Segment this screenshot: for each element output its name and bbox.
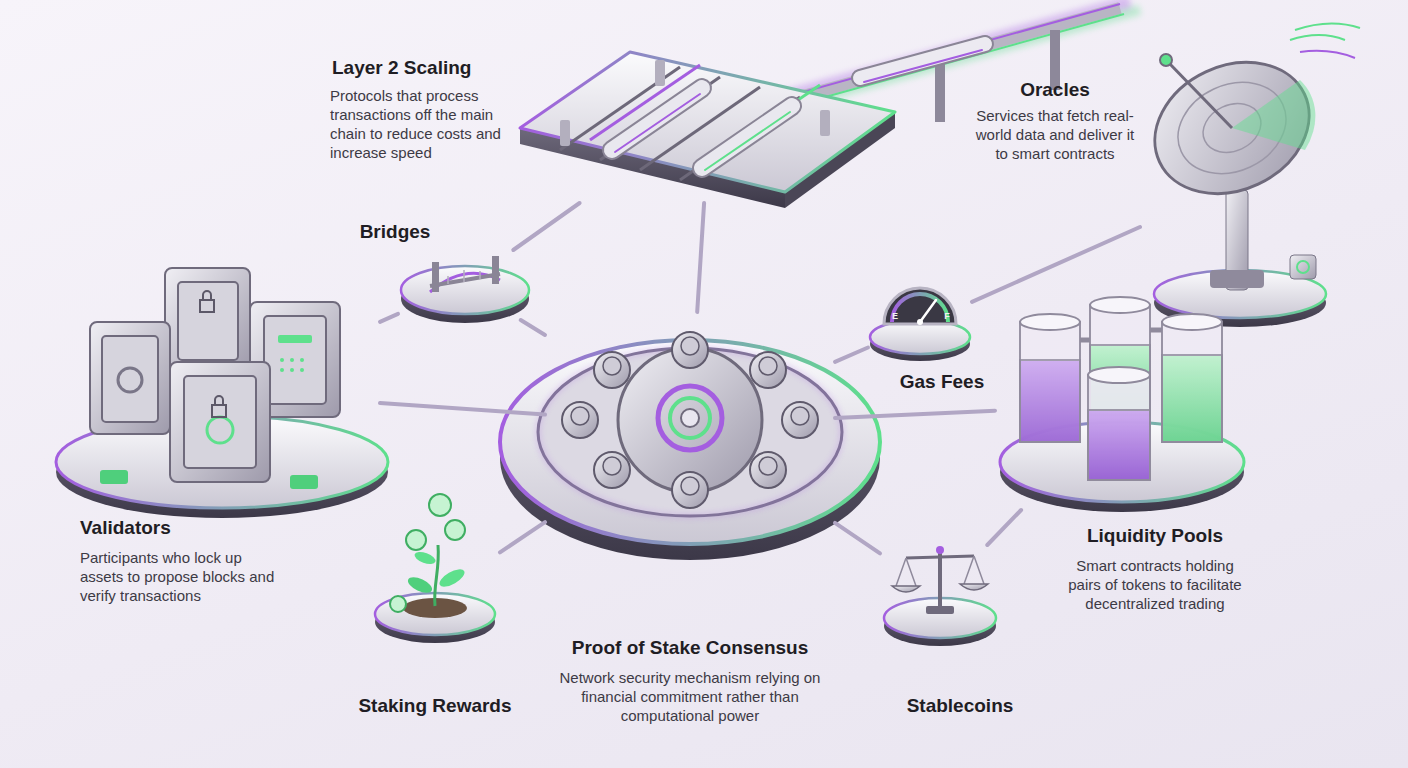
node-heading: Staking Rewards <box>345 694 525 717</box>
connector-line <box>697 203 704 312</box>
bridge-illustration <box>401 256 529 323</box>
gas-gauge-illustration <box>870 288 970 361</box>
node-heading: Liquidity Pools <box>1040 524 1270 547</box>
node-heading: Validators <box>80 516 280 539</box>
concept-node: Bridges <box>398 250 530 320</box>
node-heading: Bridges <box>345 220 445 243</box>
gauge-mark: E <box>890 311 900 321</box>
node-heading: Gas Fees <box>882 370 1002 393</box>
staking-plant-illustration <box>375 494 495 643</box>
stablecoin-scale-illustration <box>884 546 996 646</box>
layer2-illustration <box>520 2 1140 208</box>
node-heading: Stablecoins <box>880 694 1040 717</box>
connector-line <box>987 510 1021 545</box>
concept-node: ValidatorsParticipants who lock up asset… <box>60 272 380 512</box>
concept-node: Stablecoins <box>880 545 1000 643</box>
connector-line <box>972 227 1140 302</box>
connector-line <box>380 314 398 322</box>
connector-line <box>380 403 545 414</box>
concept-node: Proof of Stake ConsensusNetwork security… <box>545 312 835 537</box>
oracle-dish-illustration <box>1133 23 1360 327</box>
node-heading: Oracles <box>975 78 1135 101</box>
node-description: Participants who lock up assets to propo… <box>80 548 275 605</box>
concept-node: Liquidity PoolsSmart contracts holding p… <box>995 300 1250 510</box>
concept-node: Gas Fees <box>868 292 972 358</box>
node-heading: Layer 2 Scaling <box>332 56 502 79</box>
node-description: Protocols that process transactions off … <box>330 86 510 162</box>
concept-node: Layer 2 ScalingProtocols that process tr… <box>515 18 905 203</box>
connector-line <box>500 522 545 552</box>
node-description: Smart contracts holding pairs of tokens … <box>1060 556 1250 613</box>
concept-node: OraclesServices that fetch real-world da… <box>1140 40 1340 325</box>
gauge-mark: F <box>942 311 952 321</box>
connector-line <box>835 348 868 362</box>
connector-line <box>513 203 579 250</box>
consensus-gears-illustration <box>500 332 880 560</box>
node-description: Services that fetch real-world data and … <box>975 106 1135 163</box>
connector-line <box>835 523 880 554</box>
connector-line <box>521 320 545 335</box>
concept-node: Staking Rewards <box>372 548 500 643</box>
liquidity-tanks-illustration <box>1000 297 1244 512</box>
node-heading: Proof of Stake Consensus <box>520 636 860 659</box>
connector-line <box>835 411 995 418</box>
validator-safes-illustration <box>56 268 388 518</box>
node-description: Network security mechanism relying on fi… <box>552 668 828 725</box>
